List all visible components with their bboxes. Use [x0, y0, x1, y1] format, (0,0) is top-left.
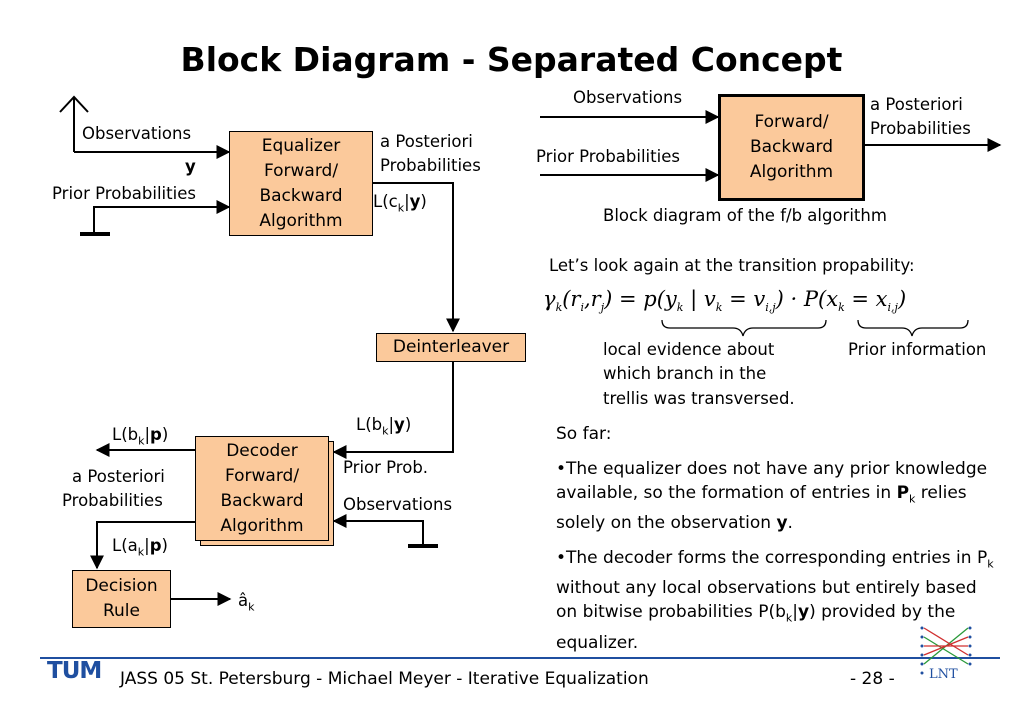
- rd-prior-label: Prior Probabilities: [536, 147, 680, 166]
- lnt-logo-text: LNT: [929, 667, 958, 682]
- l-bk-p-label: L(bk|p): [112, 425, 169, 448]
- transition-formula: γk(ri,rj) = p(yk | vk = vi,j) · P(xk = x…: [543, 287, 907, 315]
- equalizer-line-1: Equalizer: [261, 135, 341, 156]
- l-ck-y-label: L(ck|y): [373, 192, 427, 215]
- observations-to-decoder: [332, 514, 424, 544]
- so-far-label: So far:: [556, 424, 612, 444]
- decision-rule-box: Decision Rule: [72, 570, 171, 628]
- l-bk-y-label: L(bk|y): [356, 415, 412, 438]
- decoder-line-4: Algorithm: [220, 515, 304, 536]
- bullet-equalizer: •The equalizer does not have any prior k…: [556, 459, 988, 534]
- equalizer-line-2: Forward/: [263, 160, 339, 181]
- lnt-logo-graphic: [920, 626, 972, 675]
- probabilities-label-2: Probabilities: [62, 491, 163, 510]
- observations-label-2: Observations: [343, 495, 453, 514]
- equalizer-to-deinterleaver: [371, 182, 460, 333]
- deinterleaver-label: Deinterleaver: [392, 337, 510, 357]
- prior-prob-label: Prior Prob.: [343, 458, 429, 477]
- page-title: Block Diagram - Separated Concept: [180, 40, 843, 79]
- probabilities-label-1: Probabilities: [380, 156, 481, 175]
- prior-probabilities-label: Prior Probabilities: [52, 184, 196, 203]
- equalizer-box: Equalizer Forward/ Backward Algorithm: [229, 131, 373, 236]
- fb-line-3: Algorithm: [749, 162, 834, 182]
- local-evidence-1: local evidence about: [603, 340, 775, 359]
- up-arrow-head: [59, 95, 89, 113]
- decoder-line-1: Decoder: [226, 440, 298, 461]
- prior-arrow: [93, 200, 231, 233]
- a-hat-label: âk: [238, 591, 255, 614]
- transition-intro: Let’s look again at the transition propa…: [549, 256, 915, 275]
- page-number: - 28 -: [850, 669, 895, 689]
- fb-line-1: Forward/: [754, 112, 829, 132]
- decision-line-2: Rule: [102, 601, 140, 621]
- footer-text: JASS 05 St. Petersburg - Michael Meyer -…: [120, 669, 649, 689]
- a-posteriori-label-1: a Posteriori: [380, 132, 473, 151]
- deinterleaver-box: Deinterleaver: [376, 333, 526, 362]
- rd-a-posteriori: a Posteriori: [870, 95, 963, 114]
- bullet-decoder: •The decoder forms the corresponding ent…: [556, 548, 994, 653]
- deinterleaver-to-decoder: [332, 361, 454, 459]
- equalizer-line-3: Backward: [259, 185, 343, 206]
- y-label: y: [185, 157, 196, 176]
- rd-observations-label: Observations: [573, 88, 683, 107]
- a-posteriori-label-2: a Posteriori: [72, 467, 165, 486]
- l-ak-p-label: L(ak|p): [112, 536, 168, 559]
- fb-line-2: Backward: [749, 137, 834, 157]
- local-evidence-3: trellis was transversed.: [603, 389, 795, 408]
- fb-algorithm-box: Forward/ Backward Algorithm: [718, 94, 865, 201]
- observations-label: Observations: [82, 124, 192, 143]
- decoder-box: Decoder Forward/ Backward Algorithm: [195, 436, 329, 541]
- decoder-line-2: Forward/: [224, 465, 300, 486]
- decoder-line-3: Backward: [220, 490, 304, 511]
- rd-probabilities: Probabilities: [870, 119, 971, 138]
- fb-caption: Block diagram of the f/b algorithm: [603, 206, 887, 225]
- underbrace-local: [661, 319, 827, 337]
- prior-information-label: Prior information: [848, 340, 987, 359]
- decoder-to-decision: [90, 521, 198, 570]
- equalizer-line-4: Algorithm: [259, 210, 343, 231]
- local-evidence-2: which branch in the: [603, 364, 767, 383]
- underbrace-prior: [857, 319, 969, 337]
- decision-line-1: Decision: [85, 576, 158, 596]
- tum-logo: TUM: [47, 658, 102, 684]
